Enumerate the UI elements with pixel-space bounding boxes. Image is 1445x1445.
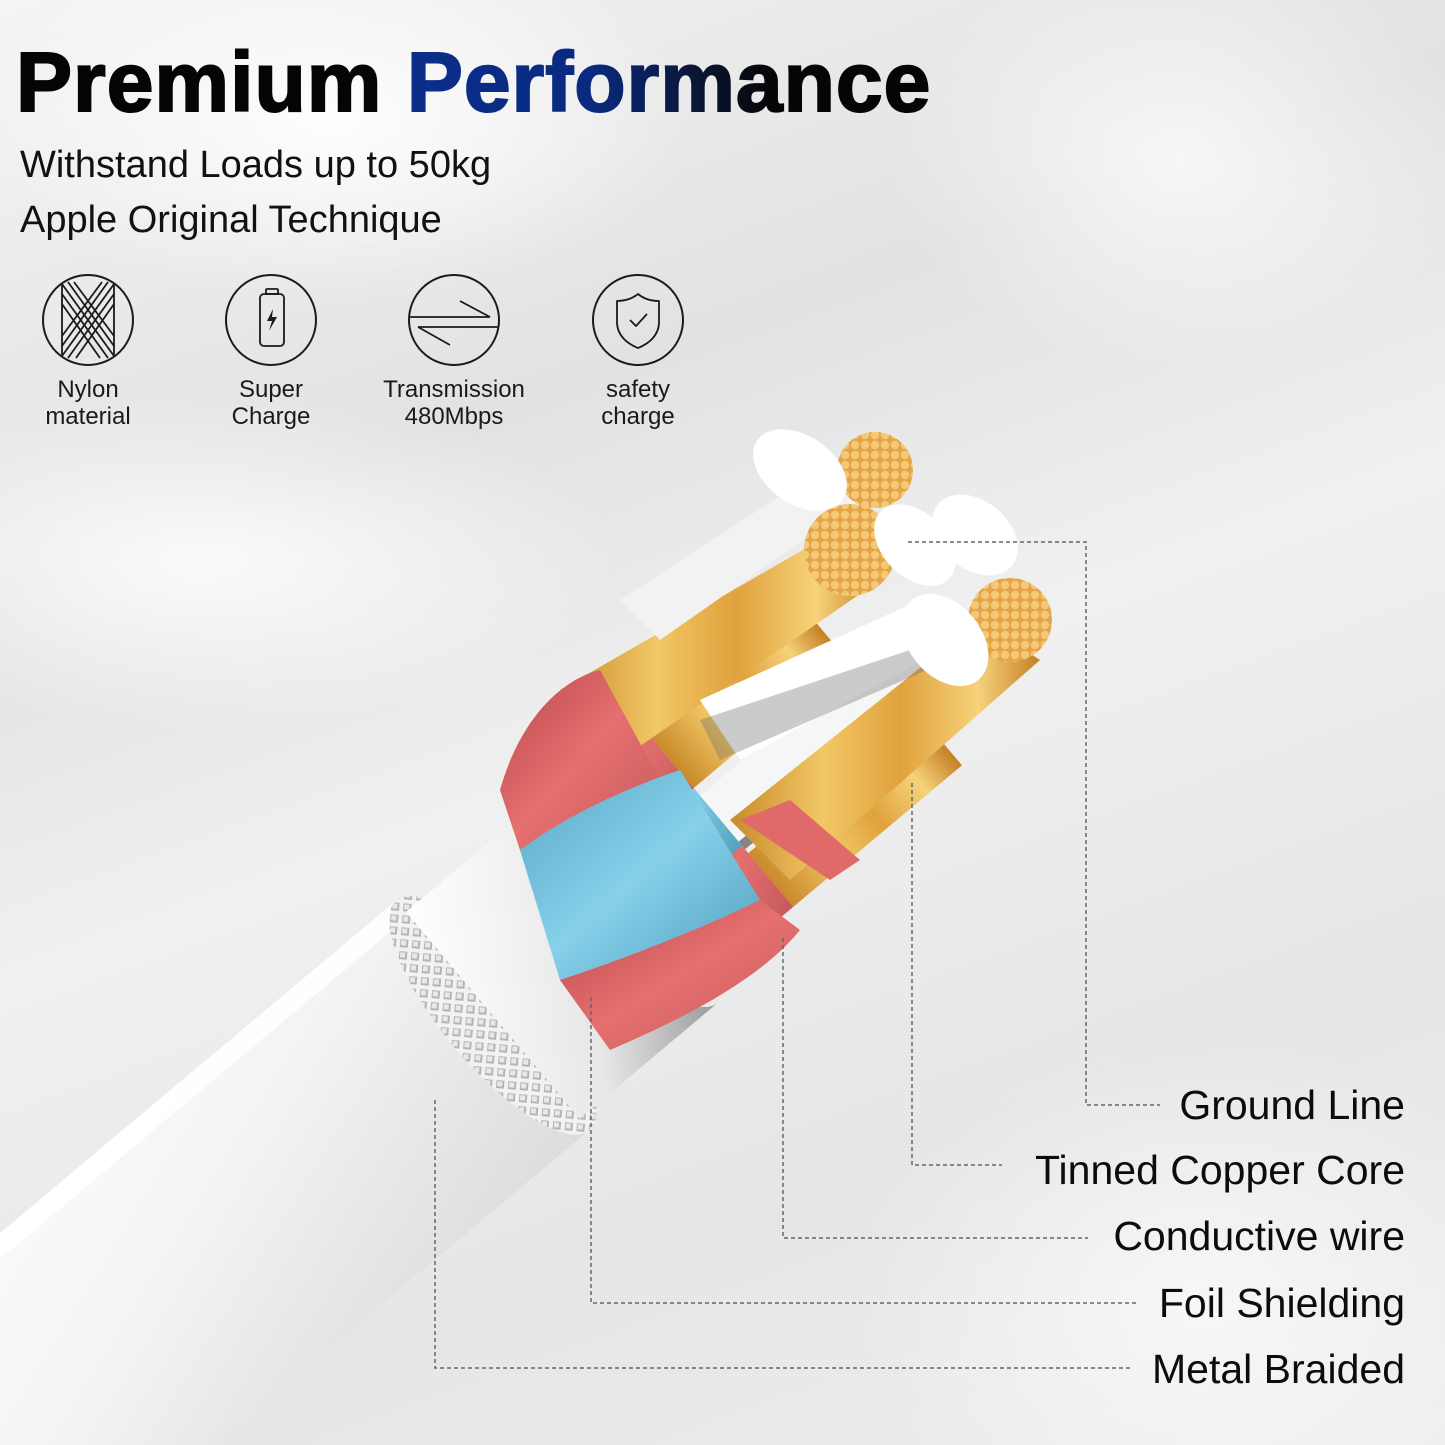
- subtitle-load: Withstand Loads up to 50kg: [20, 144, 492, 186]
- feature-icon-row: Nylon material Super Charge: [0, 274, 720, 444]
- callout-ground-line: Ground Line: [1179, 1082, 1405, 1128]
- feature-label: Super Charge: [231, 376, 311, 430]
- battery-charge-icon: [225, 274, 317, 366]
- page-title: Premium Performance: [15, 39, 931, 125]
- callout-metal-braided: Metal Braided: [1152, 1346, 1405, 1392]
- subtitle-technique: Apple Original Technique: [20, 199, 442, 241]
- title-word-premium: Premium: [15, 35, 383, 129]
- nylon-weave-icon: [42, 274, 134, 366]
- feature-transmission: Transmission 480Mbps: [369, 274, 539, 430]
- feature-label: Nylon material: [45, 376, 131, 430]
- callout-tinned-copper-core: Tinned Copper Core: [1035, 1147, 1405, 1193]
- feature-label: Transmission 480Mbps: [383, 376, 525, 430]
- feature-super-charge: Super Charge: [186, 274, 356, 430]
- transfer-arrows-icon: [408, 274, 500, 366]
- feature-nylon: Nylon material: [3, 274, 173, 430]
- title-word-performance: Performance: [406, 35, 932, 129]
- callout-conductive-wire: Conductive wire: [1113, 1213, 1405, 1259]
- feature-safety-charge: safety charge: [553, 274, 723, 430]
- feature-label: safety charge: [601, 376, 675, 430]
- shield-check-icon: [592, 274, 684, 366]
- callout-foil-shielding: Foil Shielding: [1158, 1280, 1405, 1326]
